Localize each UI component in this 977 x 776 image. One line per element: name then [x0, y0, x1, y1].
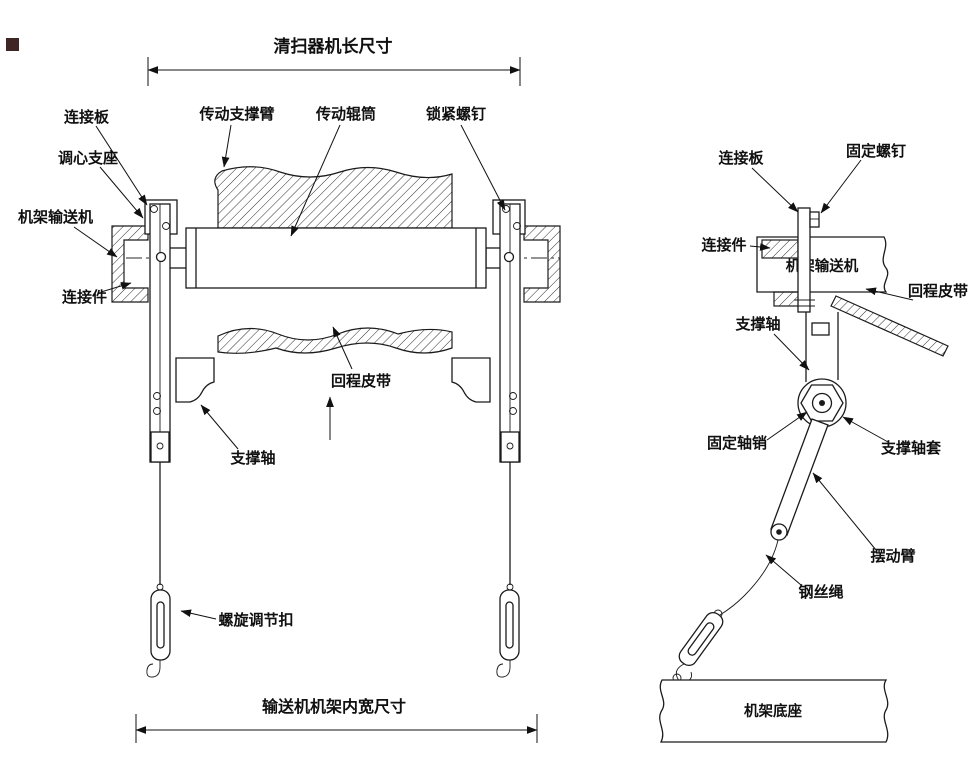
side-label-conveyor-frame: 机架输送机	[786, 257, 859, 275]
label-return-belt: 回程皮带	[331, 372, 391, 390]
right-support-shaft-plate	[451, 357, 491, 403]
label-lock-screw: 锁紧螺钉	[426, 105, 486, 123]
label-connector: 连接件	[62, 288, 107, 306]
side-turnbuckle	[672, 609, 724, 683]
drive-roller	[167, 227, 507, 289]
side-return-belt	[830, 295, 949, 357]
leader-side-connection-plate	[751, 167, 799, 213]
length-dimension-label: 清扫器机长尺寸	[274, 36, 393, 56]
width-dimension: 输送机机架内宽尺寸	[135, 697, 538, 743]
label-drive-support-arm: 传动支撑臂	[198, 105, 274, 123]
leader-connection-plate	[95, 125, 148, 206]
leader-side-support-shaft	[773, 333, 810, 371]
width-dimension-label: 输送机机架内宽尺寸	[262, 697, 406, 716]
leader-connector	[100, 282, 132, 293]
side-frame-base	[659, 679, 889, 743]
side-label-fixing-screw: 固定螺钉	[846, 142, 906, 160]
left-support-arm	[144, 199, 178, 585]
side-connector-hatch-2	[773, 291, 801, 307]
side-view: 机架输送机	[659, 142, 968, 743]
scan-artifact	[6, 38, 19, 51]
side-label-frame-base: 机架底座	[744, 702, 802, 720]
belt-travel-arrow	[865, 287, 914, 301]
leader-return-belt	[332, 326, 353, 370]
side-hanging-bracket	[805, 312, 839, 382]
label-connection-plate: 连接板	[64, 108, 110, 126]
label-turnbuckle: 螺旋调节扣	[218, 611, 293, 629]
label-drive-roller: 传动辊筒	[315, 105, 376, 123]
side-label-return-belt: 回程皮带	[908, 282, 968, 300]
leader-conveyor-frame	[73, 226, 118, 258]
leader-side-connector	[749, 243, 771, 251]
leader-lock-screw	[460, 124, 506, 211]
leader-aligning-support	[99, 166, 144, 219]
leader-drive-support-arm	[221, 124, 232, 168]
side-label-shaft-sleeve: 支撑轴套	[880, 439, 942, 457]
right-frame-bracket	[523, 225, 561, 303]
side-label-connection-plate: 连接板	[718, 149, 764, 167]
side-label-connector: 连接件	[701, 236, 746, 254]
front-view: 清扫器机长尺寸	[18, 36, 561, 743]
side-connection-plate	[794, 207, 820, 313]
side-label-support-shaft: 支撑轴	[734, 315, 780, 333]
leader-swing-arm	[812, 472, 877, 551]
side-label-fixing-pin: 固定轴销	[707, 434, 767, 452]
length-dimension: 清扫器机长尺寸	[147, 36, 521, 86]
leader-wire-rope	[765, 554, 802, 586]
side-label-swing-arm: 摆动臂	[870, 547, 915, 565]
side-connector-hatch	[761, 239, 799, 259]
leader-fixing-pin	[766, 411, 808, 441]
label-aligning-support: 调心支座	[58, 149, 118, 167]
left-frame-bracket	[111, 225, 149, 303]
label-support-shaft: 支撑轴	[229, 449, 275, 467]
right-turnbuckle	[496, 583, 520, 678]
label-conveyor-frame: 机架输送机	[18, 208, 93, 226]
side-wire-rope	[719, 539, 779, 616]
leader-support-shaft	[200, 404, 239, 450]
leader-drive-roller	[290, 124, 341, 237]
left-turnbuckle	[146, 583, 171, 678]
leader-turnbuckle	[180, 609, 217, 620]
leader-fixing-screw	[820, 159, 862, 214]
side-pivot-assembly	[797, 378, 847, 428]
side-label-wire-rope: 钢丝绳	[798, 583, 843, 601]
left-support-shaft-plate	[175, 357, 215, 403]
leader-shaft-sleeve	[842, 416, 889, 443]
return-belt-band	[217, 327, 453, 354]
belt-section-hatch	[214, 166, 453, 229]
side-swing-arm	[770, 418, 829, 541]
